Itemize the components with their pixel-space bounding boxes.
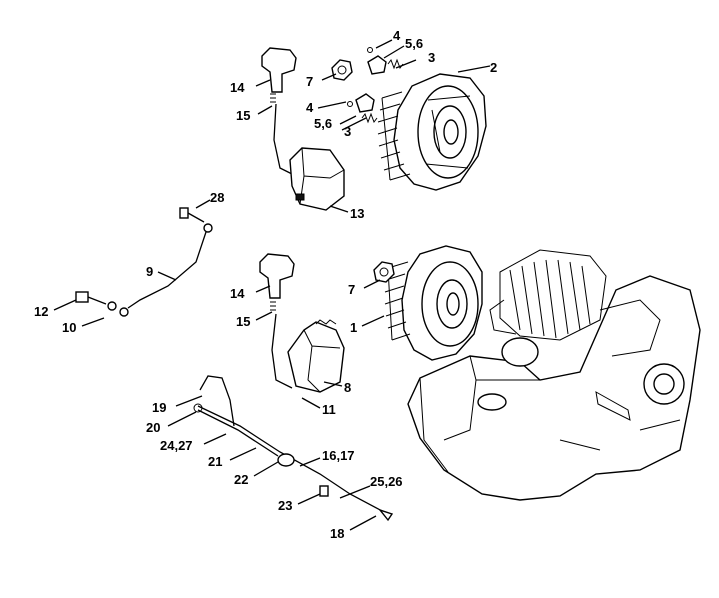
ignition-module-upper [289, 147, 345, 211]
label-7-upper: 7 [306, 74, 313, 89]
collar-screw [75, 291, 117, 311]
pawl-upper [367, 47, 404, 75]
label-1: 1 [350, 320, 357, 335]
label-25-26: 25,26 [370, 474, 403, 489]
label-12: 12 [34, 304, 48, 319]
ground-screw [179, 207, 205, 223]
ignition-lead-lower [271, 313, 293, 389]
label-4-upper: 4 [393, 28, 401, 43]
label-18: 18 [330, 526, 344, 541]
ground-lead [119, 223, 213, 317]
leader-lines [53, 39, 491, 531]
label-14-lower: 14 [230, 286, 245, 301]
label-5-6-lower: 5,6 [314, 116, 332, 131]
engine-housing [407, 249, 701, 501]
label-22: 22 [234, 472, 248, 487]
label-28: 28 [210, 190, 224, 205]
label-11: 11 [322, 402, 336, 417]
flywheel-upper [377, 73, 487, 191]
label-2: 2 [490, 60, 497, 75]
ignition-module-lower [287, 319, 345, 393]
label-9: 9 [146, 264, 153, 279]
label-23: 23 [278, 498, 292, 513]
spark-plug-boot-lower [259, 253, 295, 311]
short-circuit-wire [193, 375, 394, 522]
label-3-upper: 3 [428, 50, 435, 65]
part-number-labels: 2 3 4 5,6 7 14 15 4 5,6 3 13 28 9 12 10 … [34, 28, 497, 541]
label-16-17: 16,17 [322, 448, 355, 463]
ignition-lead-upper [273, 103, 297, 177]
label-5-6-upper: 5,6 [405, 36, 423, 51]
label-13: 13 [350, 206, 364, 221]
label-4-lower: 4 [306, 100, 314, 115]
label-14-upper: 14 [230, 80, 245, 95]
nut-lower [373, 261, 395, 283]
label-15-upper: 15 [236, 108, 250, 123]
label-3-lower: 3 [344, 124, 351, 139]
label-24-27: 24,27 [160, 438, 193, 453]
label-21: 21 [208, 454, 222, 469]
label-20: 20 [146, 420, 160, 435]
label-19: 19 [152, 400, 166, 415]
label-8: 8 [344, 380, 351, 395]
pawl-lower [347, 93, 378, 124]
label-10: 10 [62, 320, 76, 335]
flywheel-lower [384, 245, 483, 361]
spark-plug-boot-upper [261, 47, 297, 103]
label-15-lower: 15 [236, 314, 250, 329]
nut-upper [331, 59, 353, 81]
label-7-lower: 7 [348, 282, 355, 297]
